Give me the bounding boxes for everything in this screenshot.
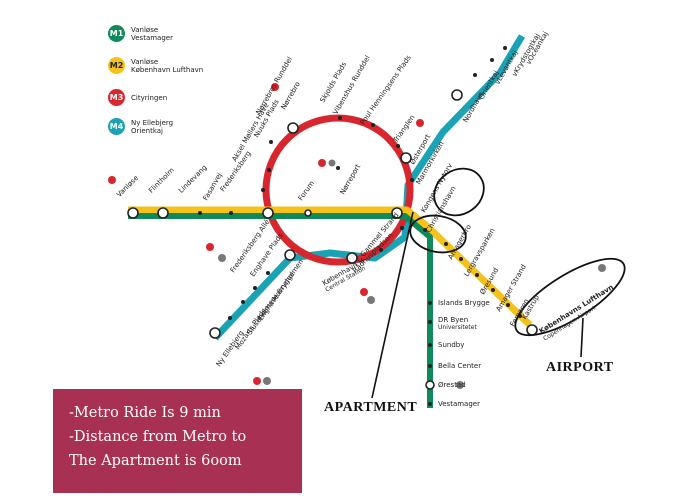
interchange-icon [328, 159, 336, 167]
airport-icon [456, 381, 464, 389]
interchange-icon [367, 296, 375, 304]
station-dot-kongens [391, 207, 403, 219]
station-label: Ørestad [438, 381, 466, 389]
station-label: DR Byen [438, 316, 469, 324]
apartment-pointer [371, 211, 414, 399]
airport-icon [598, 264, 606, 272]
station-label: Islands Brygge [438, 299, 490, 307]
christianshavn-highlight [409, 214, 467, 254]
info-line: -Metro Ride Is 9 min [69, 405, 221, 421]
info-line: -Distance from Metro to [69, 429, 247, 445]
station-label: Universitetet [438, 324, 477, 331]
info-box: -Metro Ride Is 9 min -Distance from Metr… [53, 389, 302, 493]
m1-badge: M1 [108, 25, 125, 42]
s-train-icon [253, 377, 261, 385]
station-dot-vanlose [127, 207, 139, 219]
airport-pointer [580, 317, 584, 358]
station-dot-enghave-plads [284, 249, 296, 261]
interchange-icon [218, 254, 226, 262]
station-label: Vestamager [438, 400, 480, 408]
legend-item-m3: M3 Cityringen [108, 89, 167, 106]
s-train-icon [360, 288, 368, 296]
s-train-icon [206, 243, 214, 251]
station-dot-ny-ellebjerg [209, 327, 221, 339]
station-dot-lufthavn [526, 324, 538, 336]
station-dot-kobenhavn-h [346, 252, 358, 264]
s-train-icon [318, 159, 326, 167]
station-dot-osterport [400, 152, 412, 164]
m4-line [212, 34, 526, 341]
station-dot-forum [304, 209, 312, 217]
station-dot-flintholm [157, 207, 169, 219]
kongens-nytorv-highlight [433, 167, 485, 217]
station-label: Bella Center [438, 362, 482, 370]
s-train-icon [271, 83, 279, 91]
apartment-annotation: APARTMENT [324, 400, 418, 415]
airport-highlight [514, 257, 626, 337]
s-train-icon [416, 119, 424, 127]
m4-badge: M4 [108, 118, 125, 135]
s-train-icon [108, 176, 116, 184]
station-dot-norrebro [287, 122, 299, 134]
station-dot-orestad [425, 380, 435, 390]
airport-annotation: AIRPORT [546, 360, 614, 375]
station-dot-frederiksberg [262, 207, 274, 219]
m2-badge: M2 [108, 57, 125, 74]
info-line: The Apartment is 6oom [69, 453, 242, 469]
station-dot-nordhavn [451, 89, 463, 101]
interchange-icon [263, 377, 271, 385]
m3-badge: M3 [108, 89, 125, 106]
station-label: Sundby [438, 341, 465, 349]
